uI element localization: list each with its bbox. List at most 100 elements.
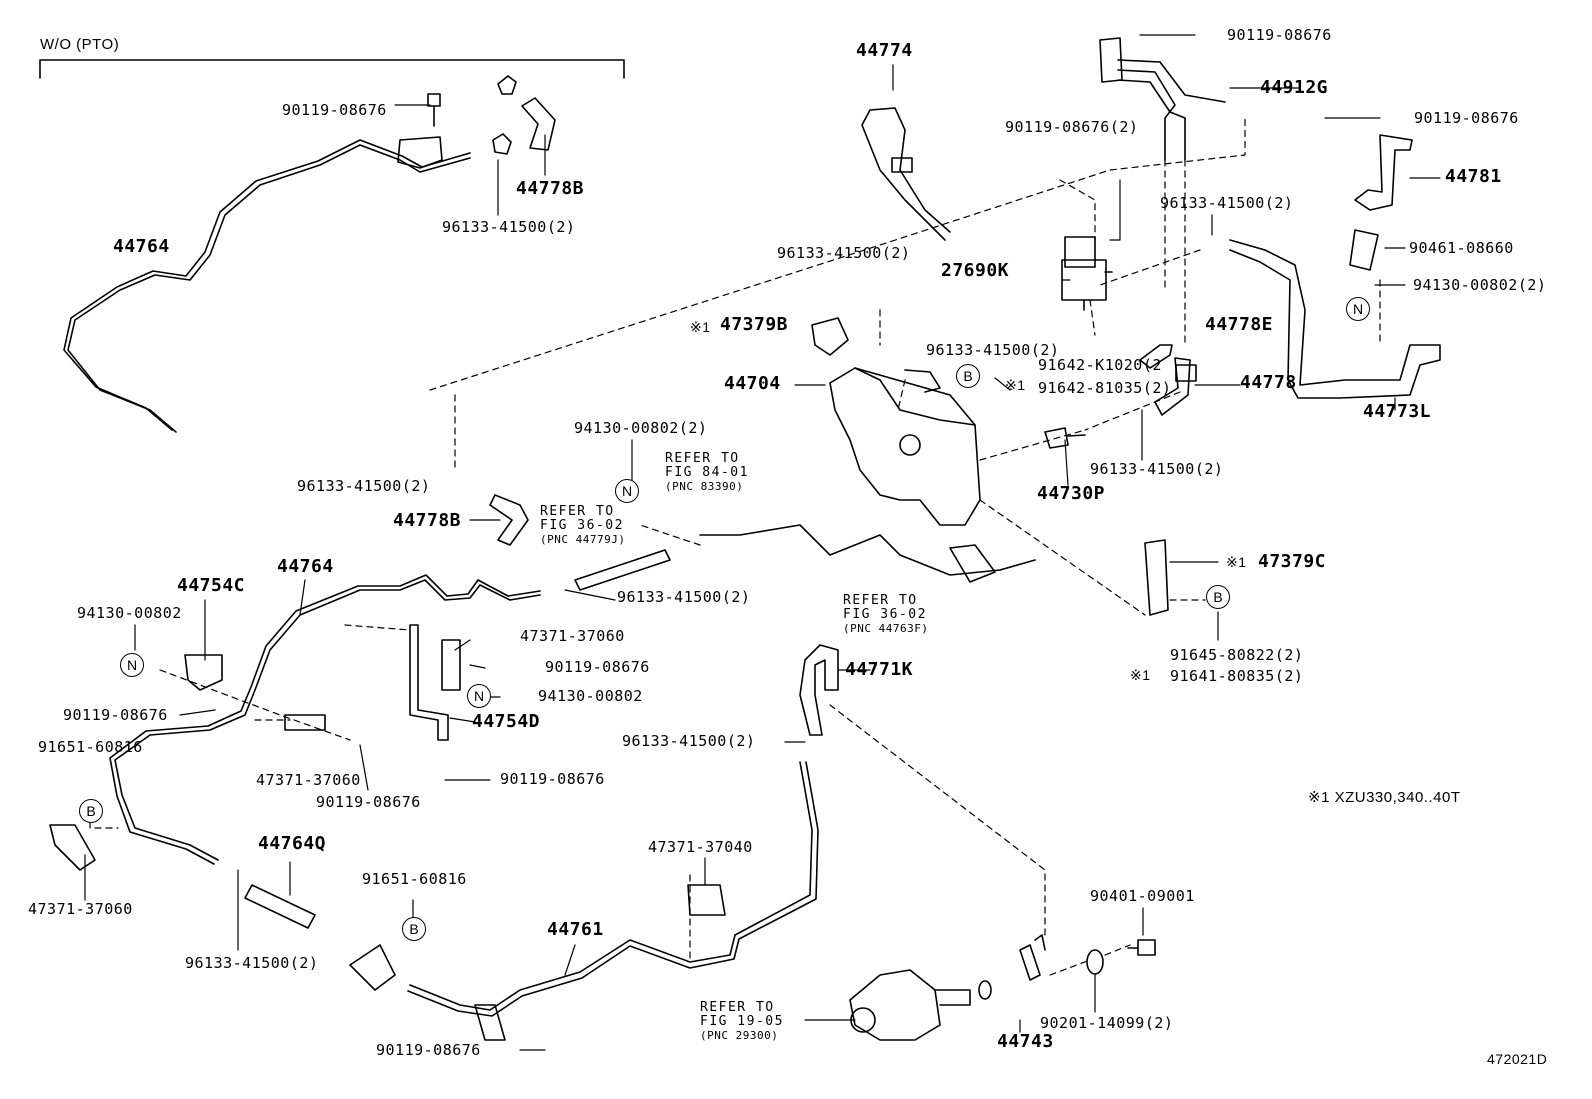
part-44778B-mid[interactable]: 44778B [393, 510, 462, 531]
refer-36b-line3: (PNC 44763F) [843, 621, 929, 635]
refer-fig-36-02-b[interactable]: REFER TO FIG 36-02 (PNC 44763F) [843, 593, 929, 635]
part-90119-08676-b[interactable]: 90119-08676 [1227, 26, 1332, 44]
part-90461 [1349, 229, 1379, 271]
part-91651-60816-b[interactable]: 91651-60816 [362, 870, 467, 888]
clip-96133-top [492, 75, 517, 155]
leader-lines [84, 34, 1441, 1051]
dashed-leaders [89, 117, 1381, 976]
callout-b-bottom[interactable]: B [402, 917, 426, 941]
callout-b-right[interactable]: B [1206, 585, 1230, 609]
part-47379C[interactable]: 47379C [1258, 551, 1327, 572]
part-91641-80835[interactable]: 91641-80835(2) [1170, 667, 1304, 685]
part-96133-41500-d[interactable]: 96133-41500(2) [1160, 194, 1294, 212]
callout-b-left[interactable]: B [79, 799, 103, 823]
part-90119-08676-e[interactable]: 90119-08676 [545, 658, 650, 676]
part-44771K[interactable]: 44771K [845, 659, 914, 680]
asterisk-47379C: ※1 [1226, 554, 1247, 570]
pipe-44912G [1099, 37, 1226, 161]
callout-n-bracket[interactable]: N [467, 684, 491, 708]
part-44761[interactable]: 44761 [547, 919, 604, 940]
refer-19-line2: FIG 19-05 [700, 1014, 784, 1030]
part-90119-08676-h[interactable]: 90119-08676 [316, 793, 421, 811]
pipe-44761 [409, 761, 813, 1011]
hose-44771K [799, 644, 839, 736]
bolt-90119-a [427, 93, 441, 127]
part-90201-14099[interactable]: 90201-14099(2) [1040, 1014, 1174, 1032]
vsv-27690K [1061, 236, 1113, 311]
part-96133-41500-b[interactable]: 96133-41500(2) [777, 244, 911, 262]
refer-fig-36-02-a[interactable]: REFER TO FIG 36-02 (PNC 44779J) [540, 504, 626, 546]
part-44773L[interactable]: 44773L [1363, 401, 1432, 422]
part-44781[interactable]: 44781 [1445, 166, 1502, 187]
part-44704[interactable]: 44704 [724, 373, 781, 394]
part-44778[interactable]: 44778 [1240, 372, 1297, 393]
part-90119-08676-g[interactable]: 90119-08676 [500, 770, 605, 788]
part-90119-08676-d[interactable]: 90119-08676 [1414, 109, 1519, 127]
part-91642-K1020[interactable]: 91642-K1020(2 [1038, 356, 1162, 374]
bracket-bottom [474, 1004, 506, 1041]
hose-44774 [861, 107, 951, 241]
part-96133-41500-c[interactable]: 96133-41500(2) [926, 341, 1060, 359]
part-91645-80822[interactable]: 91645-80822(2) [1170, 646, 1304, 664]
bracket-44781 [1354, 134, 1413, 211]
asterisk-91642: ※1 [1005, 377, 1026, 393]
part-90119-08676-c[interactable]: 90119-08676(2) [1005, 118, 1139, 136]
part-90401-09001[interactable]: 90401-09001 [1090, 887, 1195, 905]
pipe-44761-b [407, 761, 819, 1017]
part-44730P[interactable]: 44730P [1037, 483, 1106, 504]
refer-fig-84-01[interactable]: REFER TO FIG 84-01 (PNC 83390) [665, 451, 749, 493]
callout-n-right[interactable]: N [1346, 297, 1370, 321]
valve-44743 [849, 934, 1046, 1041]
part-44778B-top[interactable]: 44778B [516, 178, 585, 199]
part-94130-00802-a[interactable]: 94130-00802(2) [1413, 276, 1547, 294]
part-96133-41500-i[interactable]: 96133-41500(2) [185, 954, 319, 972]
variant-label: W/O (PTO) [40, 36, 120, 53]
clamp-47371-a [441, 639, 461, 691]
part-47379B[interactable]: 47379B [720, 314, 789, 335]
part-44754C[interactable]: 44754C [177, 575, 246, 596]
part-90119-08676-f[interactable]: 90119-08676 [63, 706, 168, 724]
canister-44704 [829, 367, 981, 526]
part-91651-60816-a[interactable]: 91651-60816 [38, 738, 143, 756]
part-94130-00802-d[interactable]: 94130-00802 [538, 687, 643, 705]
part-90461-08660[interactable]: 90461-08660 [1409, 239, 1514, 257]
part-96133-41500-a[interactable]: 96133-41500(2) [442, 218, 576, 236]
part-44764-mid[interactable]: 44764 [277, 556, 334, 577]
part-47371-37060-b[interactable]: 47371-37060 [256, 771, 361, 789]
refer-fig-19-05[interactable]: REFER TO FIG 19-05 (PNC 29300) [700, 1000, 784, 1042]
asterisk-91641: ※1 [1130, 667, 1151, 683]
part-47371-37060-a[interactable]: 47371-37060 [520, 627, 625, 645]
callout-n-middle[interactable]: N [615, 479, 639, 503]
callout-n-left[interactable]: N [120, 653, 144, 677]
clamp-47371-b [284, 714, 326, 731]
part-96133-41500-e[interactable]: 96133-41500(2) [1090, 460, 1224, 478]
asterisk-47379B: ※1 [690, 319, 711, 335]
callout-b-canister[interactable]: B [956, 364, 980, 388]
part-94130-00802-b[interactable]: 94130-00802(2) [574, 419, 708, 437]
part-47371-37060-c[interactable]: 47371-37060 [28, 900, 133, 918]
part-96133-41500-g[interactable]: 96133-41500(2) [617, 588, 751, 606]
refer-36a-line3: (PNC 44779J) [540, 532, 626, 546]
bracket-44754D [409, 624, 449, 741]
part-94130-00802-c[interactable]: 94130-00802 [77, 604, 182, 622]
part-90119-08676-i[interactable]: 90119-08676 [376, 1041, 481, 1059]
part-91642-81035[interactable]: 91642-81035(2) [1038, 379, 1172, 397]
part-44774[interactable]: 44774 [856, 40, 913, 61]
part-44754D[interactable]: 44754D [472, 711, 541, 732]
part-44764Q[interactable]: 44764Q [258, 833, 327, 854]
part-90119-08676-a[interactable]: 90119-08676 [282, 101, 387, 119]
part-44778E[interactable]: 44778E [1205, 314, 1274, 335]
bracket-44754C [184, 654, 223, 691]
bracket-47371-37040 [687, 884, 726, 916]
clamp-44774 [891, 157, 913, 173]
part-44764-top[interactable]: 44764 [113, 236, 170, 257]
part-96133-41500-h[interactable]: 96133-41500(2) [622, 732, 756, 750]
part-27690K[interactable]: 27690K [941, 260, 1010, 281]
part-47371-37040[interactable]: 47371-37040 [648, 838, 753, 856]
hose-44764Q [244, 884, 316, 929]
part-44912G[interactable]: 44912G [1260, 77, 1329, 98]
refer-36a-line2: FIG 36-02 [540, 518, 624, 534]
part-96133-41500-f[interactable]: 96133-41500(2) [297, 477, 431, 495]
part-44743[interactable]: 44743 [997, 1031, 1054, 1052]
